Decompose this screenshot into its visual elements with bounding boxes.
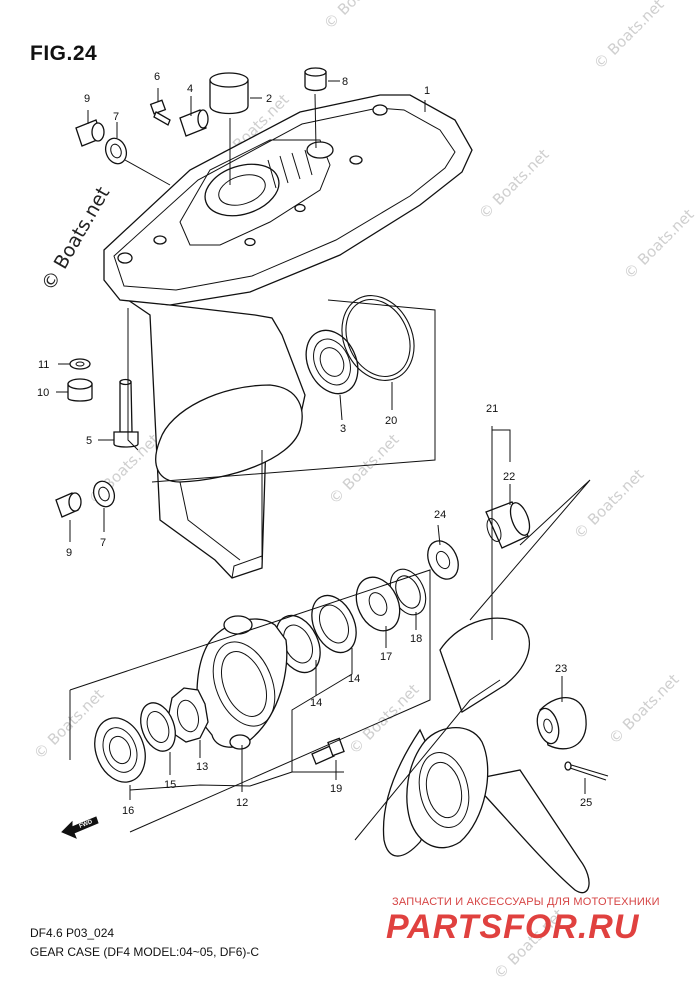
watermark-text: © Boats.net	[620, 205, 696, 283]
part-label: 19	[330, 783, 342, 795]
part-label: 8	[342, 76, 348, 88]
fwd-label: FWD	[79, 819, 95, 830]
gear-case-housing	[103, 94, 473, 579]
part-label: 4	[187, 83, 193, 95]
part-label: 7	[100, 537, 106, 549]
watermark-text: © Boats.net	[605, 670, 683, 748]
part-label: 22	[503, 471, 515, 483]
part-label: 24	[434, 509, 446, 521]
watermark-text: © Boats.net	[325, 430, 403, 508]
leader-lines	[56, 80, 591, 841]
part-label: 1	[424, 85, 430, 97]
part-label: 9	[84, 93, 90, 105]
part-label: 15	[164, 779, 176, 791]
propeller	[382, 501, 609, 894]
top-fittings	[75, 67, 327, 165]
part-label: 25	[580, 797, 592, 809]
part-label: 13	[196, 761, 208, 773]
part-label: 10	[37, 387, 49, 399]
part-label: 3	[340, 423, 346, 435]
figure-title: FIG.24	[30, 42, 98, 65]
part-label: 12	[236, 797, 248, 809]
watermark-text: © Boats.net	[320, 0, 398, 33]
watermark-main: © Boats.net	[37, 183, 114, 294]
part-label: 18	[410, 633, 422, 645]
part-label: 20	[385, 415, 397, 427]
part-label: 14	[310, 697, 322, 709]
diagram-caption: GEAR CASE (DF4 MODEL:04~05, DF6)-C	[30, 945, 260, 959]
part-label: 5	[86, 435, 92, 447]
brand-tagline: ЗАПЧАСТИ И АКСЕССУАРЫ ДЛЯ МОТОТЕХНИКИ	[392, 896, 660, 908]
left-fasteners	[55, 358, 139, 518]
part-label: 14	[348, 673, 360, 685]
watermark-text: © Boats.net	[590, 0, 668, 73]
watermark-text: © Boats.net	[475, 145, 553, 223]
part-label: 23	[555, 663, 567, 675]
forward-arrow-icon: FWD	[61, 816, 99, 839]
part-label: 16	[122, 805, 134, 817]
part-label: 21	[486, 403, 498, 415]
part-label: 2	[266, 93, 272, 105]
watermark-text: © Boats.net	[570, 465, 648, 543]
part-label: 6	[154, 71, 160, 83]
part-label: 11	[38, 359, 49, 371]
driveshaft-bearing	[305, 295, 415, 395]
part-number-labels: 1 2 3 4 5 6 7 7 8 9 9 10 11 12 13 14 14 …	[37, 71, 592, 817]
part-label: 7	[113, 111, 119, 123]
brand-logo: PARTSFOR.RU	[386, 908, 640, 946]
diagram-code: DF4.6 P03_024	[30, 926, 115, 940]
part-label: 9	[66, 547, 72, 559]
propshaft-assembly	[94, 540, 459, 783]
part-label: 17	[380, 651, 392, 663]
